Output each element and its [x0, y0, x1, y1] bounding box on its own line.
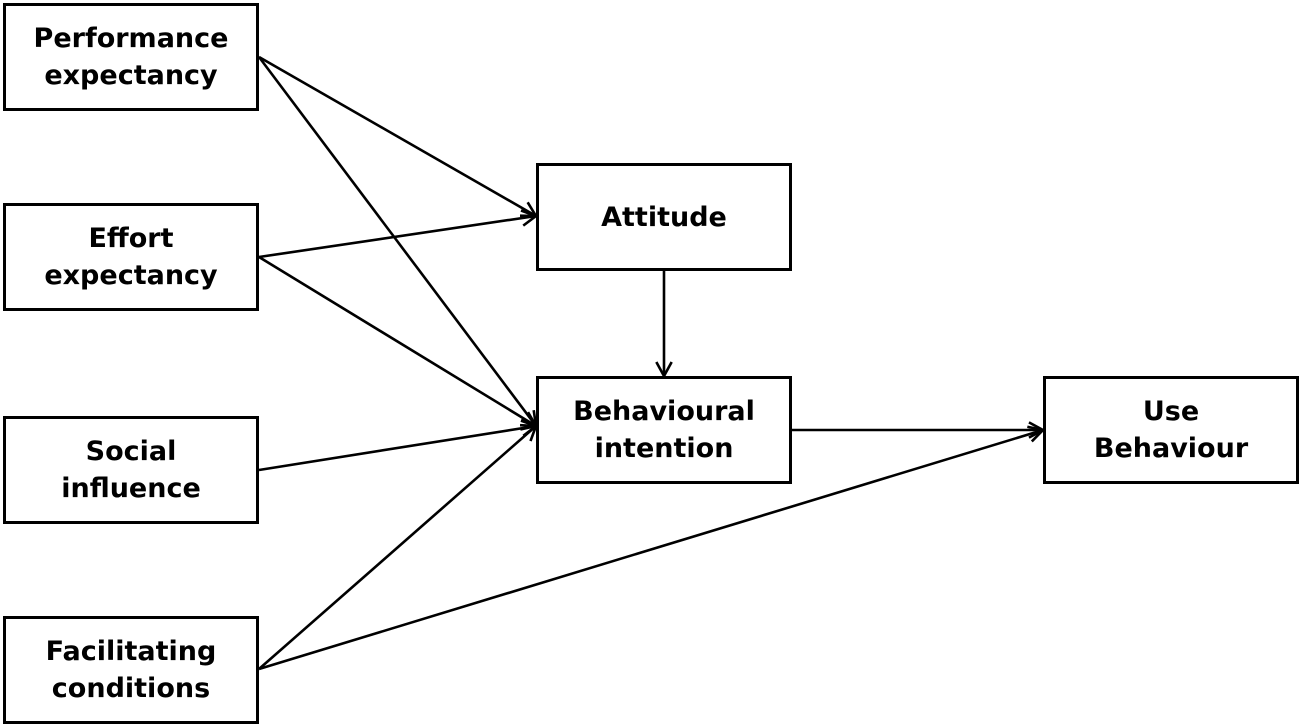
edge-social-influence-to-behavioural-intention	[258, 424, 537, 472]
edge-facilitating-conditions-to-use-behaviour	[258, 428, 1044, 671]
edge-effort-expectancy-to-behavioural-intention	[258, 255, 537, 428]
node-performance-expectancy: Performance expectancy	[3, 3, 259, 111]
node-social-influence: Social influence	[3, 416, 259, 524]
edge-performance-expectancy-to-behavioural-intention	[257, 56, 538, 427]
node-facilitating-conditions: Facilitating conditions	[3, 616, 259, 724]
node-label-facilitating-conditions: Facilitating conditions	[45, 636, 217, 704]
node-label-social-influence: Social influence	[61, 436, 201, 504]
node-effort-expectancy: Effort expectancy	[3, 203, 259, 311]
edge-performance-expectancy-to-attitude	[258, 55, 537, 218]
node-attitude: Attitude	[536, 163, 792, 271]
node-use-behaviour: Use Behaviour	[1043, 376, 1299, 484]
edge-facilitating-conditions-to-behavioural-intention	[258, 425, 537, 670]
node-label-attitude: Attitude	[601, 201, 727, 233]
node-label-use-behaviour: Use Behaviour	[1093, 396, 1249, 464]
node-label-effort-expectancy: Effort expectancy	[44, 223, 218, 291]
node-label-performance-expectancy: Performance expectancy	[33, 23, 229, 91]
node-label-behavioural-intention: Behavioural intention	[573, 396, 755, 464]
node-behavioural-intention: Behavioural intention	[536, 376, 792, 484]
edge-effort-expectancy-to-attitude	[258, 214, 537, 259]
